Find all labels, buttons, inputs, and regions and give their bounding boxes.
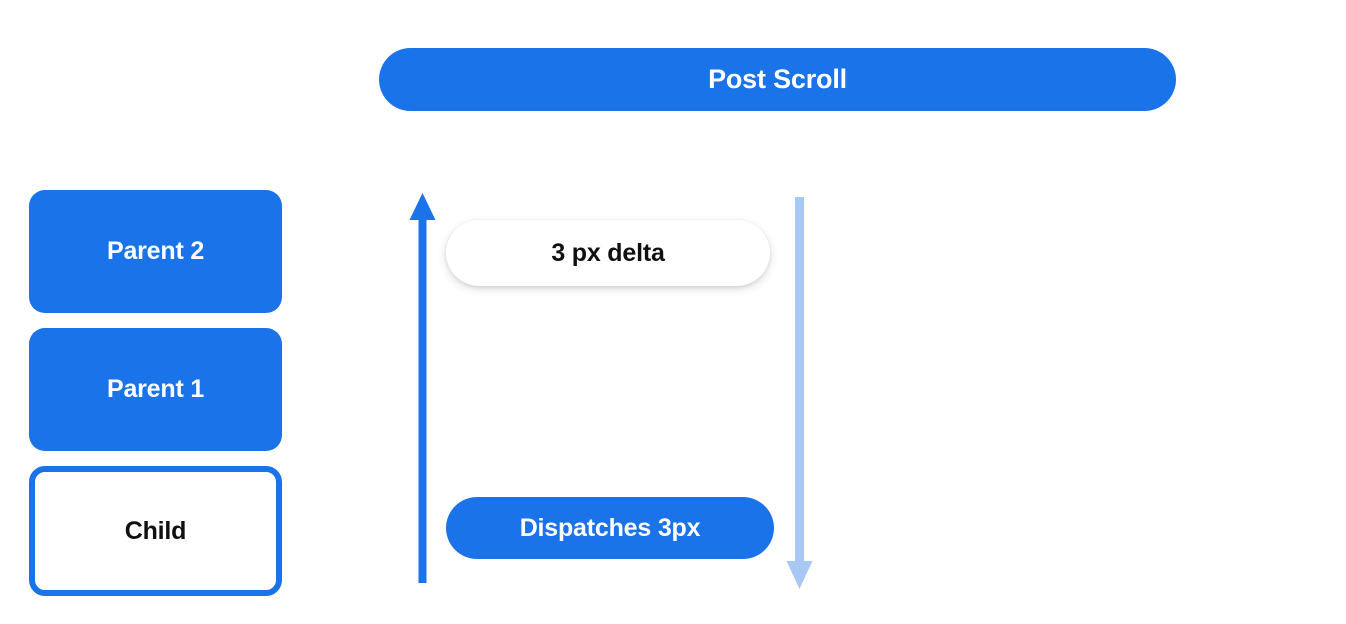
stack-box-label: Parent 2 (106, 237, 205, 265)
post-scroll-header: Post Scroll (379, 48, 1176, 111)
delta-badge-label: 3 px delta (551, 238, 665, 267)
delta-badge: 3 px delta (446, 220, 770, 286)
page-title: Post Scroll (708, 64, 847, 94)
scroll-up-arrow-icon (409, 193, 436, 583)
dispatch-badge-label: Dispatches 3px (519, 513, 701, 542)
stack-box-label: Child (124, 516, 187, 545)
stack-box-parent-1: Parent 1 (29, 328, 282, 451)
element-stack: Parent 2 Parent 1 Child (29, 190, 282, 596)
stack-box-child: Child (29, 466, 282, 596)
dispatch-badge: Dispatches 3px (446, 497, 774, 559)
stack-box-parent-2: Parent 2 (29, 190, 282, 313)
scroll-down-arrow-icon (786, 197, 813, 589)
stack-box-label: Parent 1 (106, 375, 205, 403)
